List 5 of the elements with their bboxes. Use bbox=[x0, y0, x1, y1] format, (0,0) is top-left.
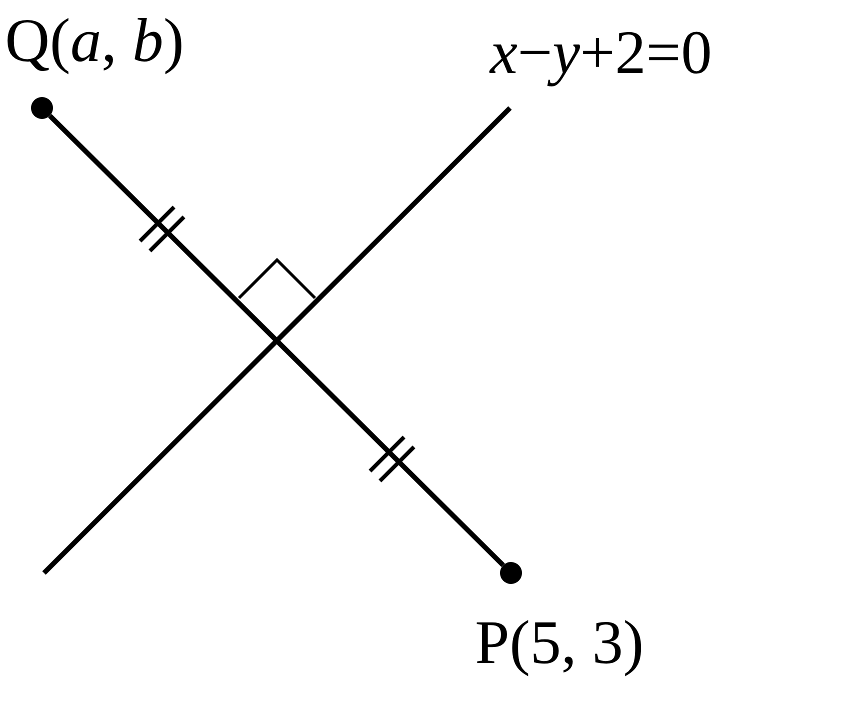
point-dot bbox=[31, 97, 53, 119]
point-label: Q(a, b) bbox=[5, 10, 184, 72]
point-label: P(5, 3) bbox=[475, 612, 644, 674]
equation-label: x−y+2=0 bbox=[490, 22, 712, 84]
point-dot bbox=[500, 562, 522, 584]
